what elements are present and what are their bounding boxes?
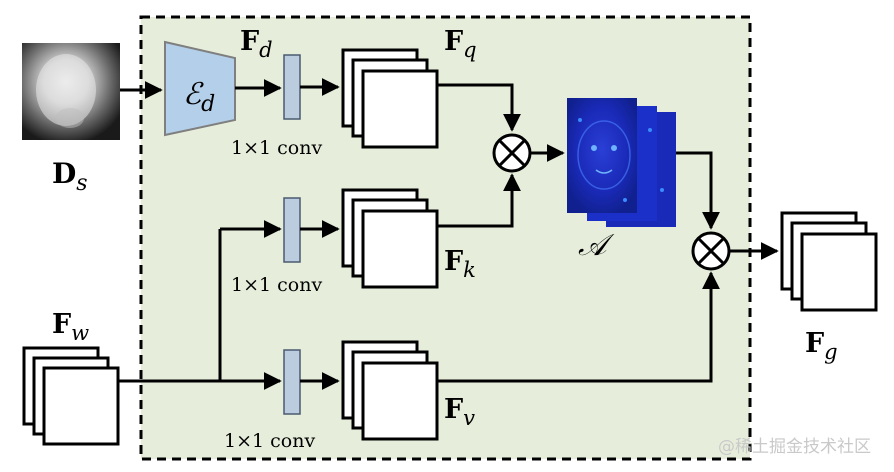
module-box <box>139 15 752 461</box>
conv-block-bottom <box>283 349 301 415</box>
depth-image <box>22 43 120 140</box>
feature-g-label: Fg <box>805 328 838 364</box>
feature-q-label: Fq <box>444 26 477 62</box>
multiply-node-1 <box>492 133 532 173</box>
line-fq-to-multiply <box>437 83 521 132</box>
conv-label-bottom: 1×1 conv <box>224 430 315 452</box>
encoder-label: ℰd <box>183 77 215 117</box>
line-fk-to-multiply <box>437 173 521 228</box>
conv-block-mid <box>283 197 301 263</box>
multiply-node-2 <box>691 231 731 271</box>
feature-stack-g <box>780 211 878 312</box>
feature-stack-v <box>341 340 439 441</box>
feature-k-label: Fk <box>444 246 476 282</box>
fw-branch-lines <box>118 229 222 383</box>
conv-label-mid: 1×1 conv <box>231 274 322 296</box>
conv-block-top <box>283 54 301 120</box>
feature-stack-w <box>22 346 120 446</box>
feature-stack-k <box>341 188 439 289</box>
depth-input-label: Ds <box>52 157 88 196</box>
line-fv-to-multiply <box>437 271 720 383</box>
attention-map <box>567 98 676 227</box>
feature-w-label: Fw <box>52 309 89 345</box>
watermark-text: @稀土掘金技术社区 <box>718 437 871 457</box>
feature-d-label: Fd <box>240 26 273 62</box>
encoder-block <box>164 40 236 137</box>
feature-stack-q <box>341 48 439 149</box>
line-attention-to-multiply <box>676 151 720 230</box>
conv-label-top: 1×1 conv <box>231 137 322 159</box>
feature-v-label: Fv <box>444 394 475 430</box>
